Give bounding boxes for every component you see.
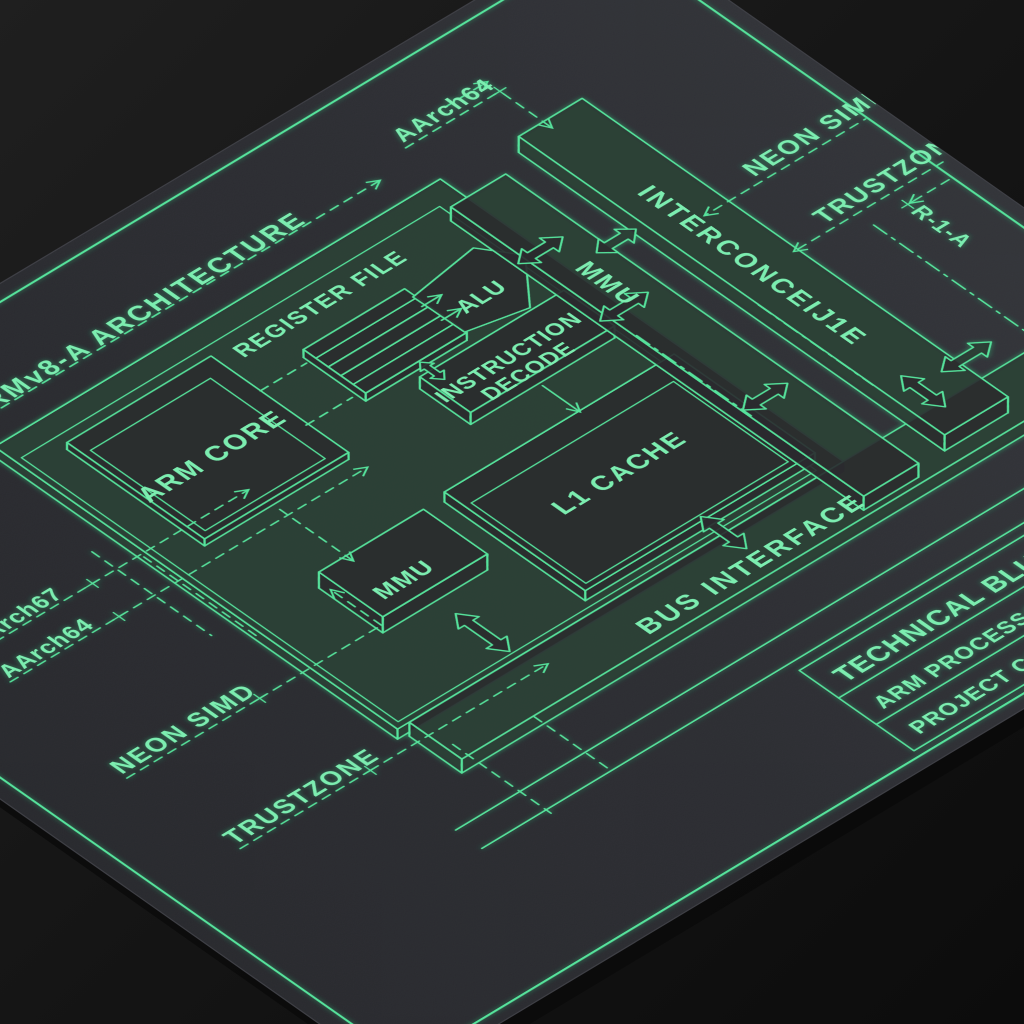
isometric-diagram: ARMv8-A ARCHITECTURE AArch64 NEON SIMD T…	[0, 0, 1024, 1024]
diagram-geometry	[0, 0, 1024, 1024]
blueprint-photo: ARMv8-A ARCHITECTURE AArch64 NEON SIMD T…	[0, 0, 1024, 1024]
blueprint-canvas: ARMv8-A ARCHITECTURE AArch64 NEON SIMD T…	[0, 0, 1024, 1024]
